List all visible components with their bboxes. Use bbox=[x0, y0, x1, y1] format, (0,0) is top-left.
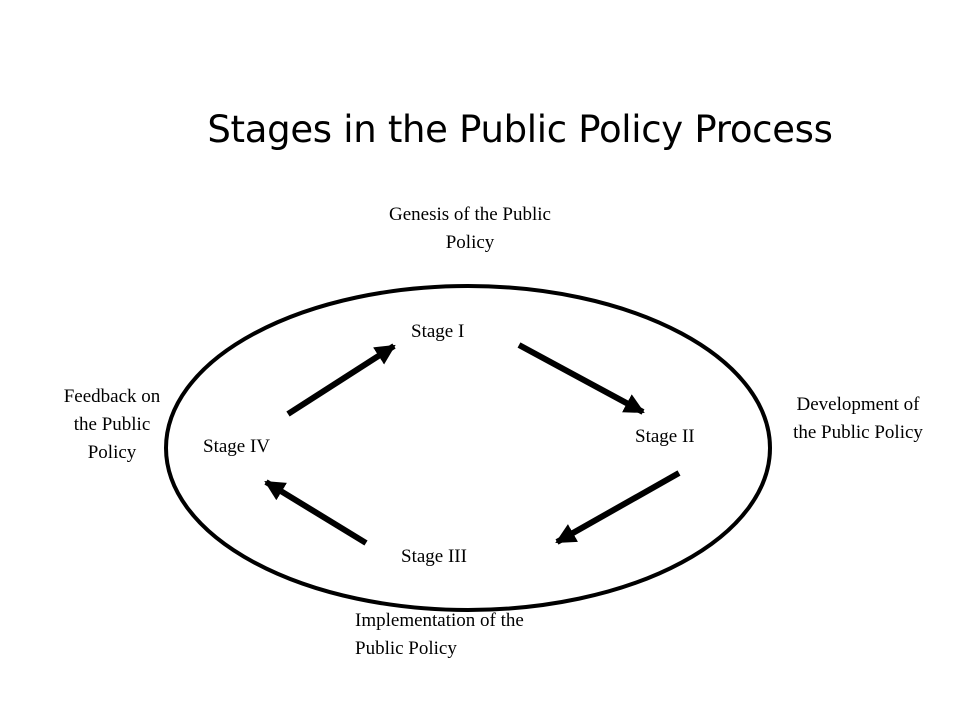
cycle-ellipse bbox=[164, 284, 772, 612]
implementation-label-line: Implementation of the bbox=[355, 610, 524, 631]
development-label-line: Development of bbox=[796, 394, 920, 415]
stage-4-label: Stage IV bbox=[203, 436, 271, 457]
development-label-line: the Public Policy bbox=[793, 422, 923, 443]
genesis-label-line: Genesis of the Public bbox=[388, 204, 551, 225]
arrow-stage3-to-stage4 bbox=[264, 479, 368, 546]
genesis-label-line: Policy bbox=[445, 232, 495, 253]
feedback-label-line: the Public bbox=[73, 414, 151, 435]
page-title: Stages in the Public Policy Process bbox=[207, 108, 833, 151]
genesis-label: Genesis of the Public Policy bbox=[360, 201, 580, 257]
development-label: Development of the Public Policy bbox=[766, 391, 950, 447]
stage-1-label: Stage I bbox=[411, 321, 465, 342]
implementation-label: Implementation of the Public Policy bbox=[355, 607, 585, 663]
feedback-label-line: Feedback on bbox=[63, 386, 161, 407]
stage-3-label: Stage III bbox=[401, 546, 467, 567]
feedback-label-line: Policy bbox=[87, 442, 137, 463]
arrow-stage2-to-stage3 bbox=[555, 470, 681, 545]
stage-2-label: Stage II bbox=[635, 426, 695, 447]
arrow-stage4-to-stage1 bbox=[286, 343, 396, 417]
implementation-label-line: Public Policy bbox=[355, 638, 457, 659]
arrow-stage1-to-stage2 bbox=[517, 342, 645, 415]
feedback-label: Feedback on the Public Policy bbox=[40, 383, 184, 467]
